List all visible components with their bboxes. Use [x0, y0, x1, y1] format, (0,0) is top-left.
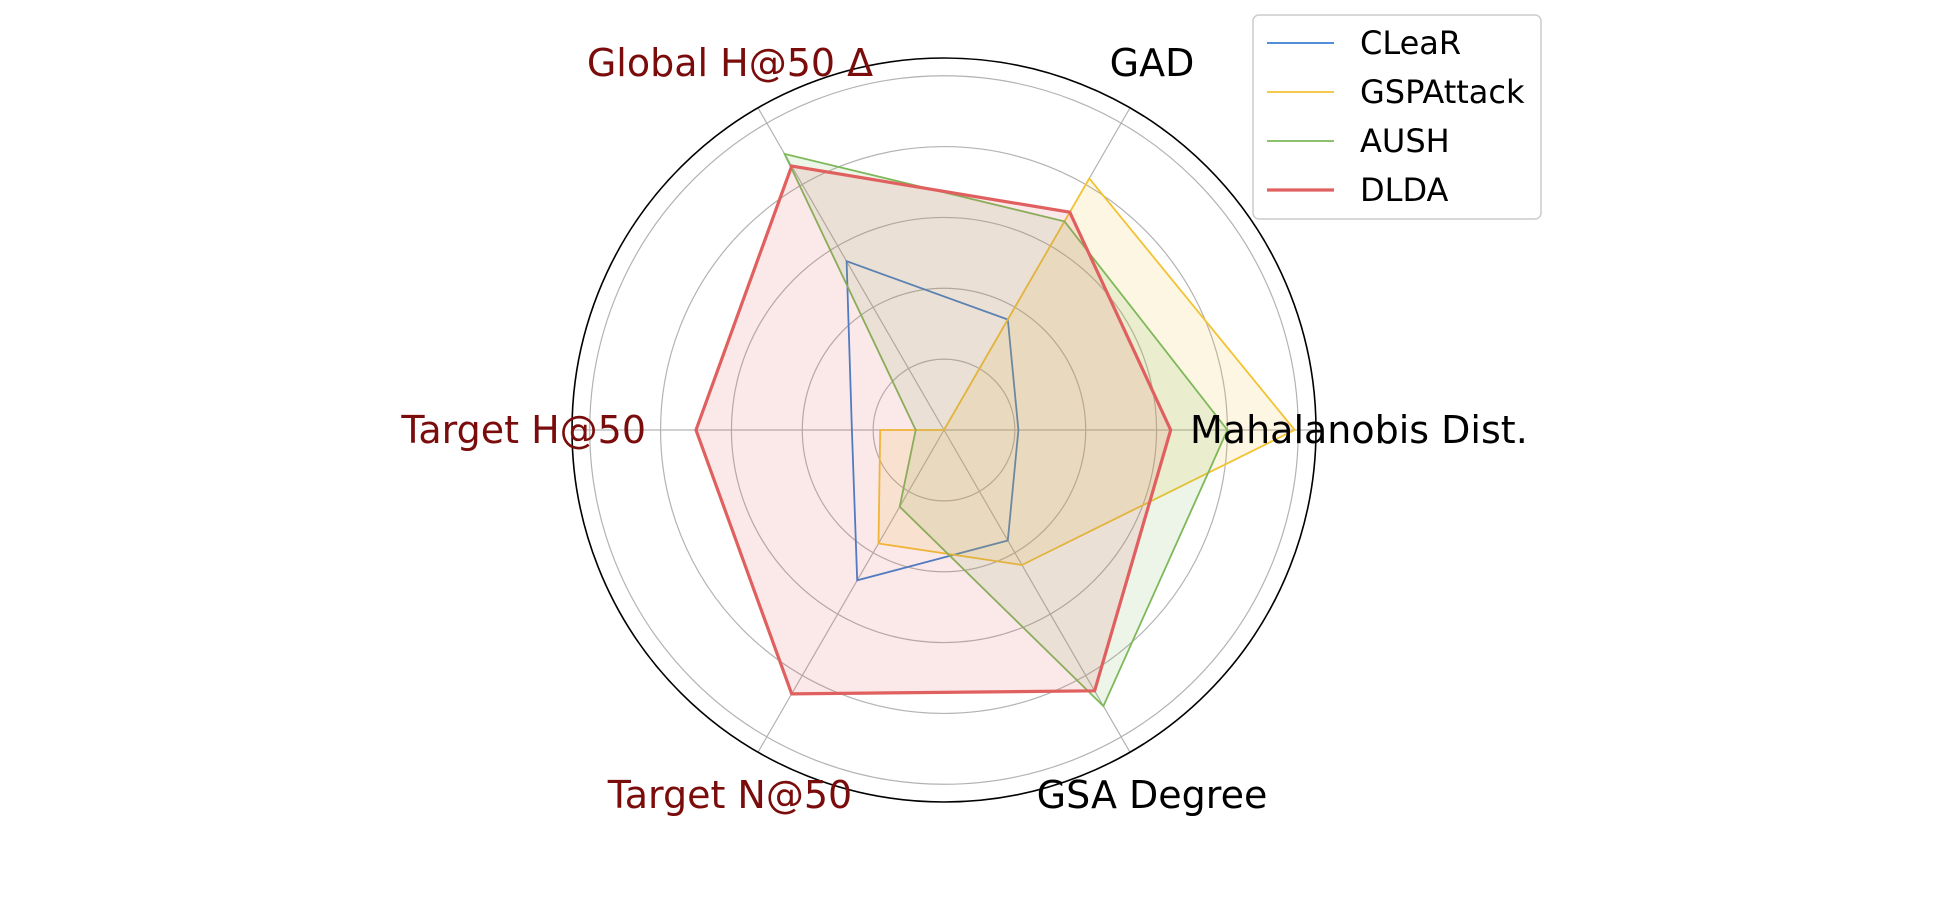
spoke-5 — [757, 429, 945, 753]
axis-label-6: GSA Degree — [1037, 773, 1268, 817]
legend-box — [1252, 14, 1542, 220]
axis-label-4: Target H@50 — [400, 408, 646, 452]
series-fill-dlda — [696, 166, 1171, 694]
axis-label-1: Mahalanobis Dist. — [1190, 408, 1528, 452]
series-fill-aush — [784, 153, 1228, 707]
legend-label-dlda: DLDA — [1360, 171, 1449, 209]
legend-label-aush: AUSH — [1360, 122, 1450, 160]
spoke-6 — [943, 429, 1131, 753]
axis-label-3: Global H@50 Δ — [587, 41, 873, 85]
axis-labels: Mahalanobis Dist. GAD Global H@50 Δ Target … — [400, 41, 1527, 817]
axis-label-2: GAD — [1110, 41, 1195, 85]
series-fill-gspattack — [878, 178, 1295, 565]
series-line-dlda — [694, 164, 1173, 696]
series-line-aush — [782, 152, 1229, 708]
polar-frame — [571, 57, 1317, 803]
series-line-gspattack — [877, 176, 1297, 566]
radar-series — [694, 152, 1297, 708]
legend-label-gspattack: GSPAttack — [1360, 73, 1525, 111]
axis-label-5: Target N@50 — [607, 773, 852, 817]
legend-label-clear: CLeaR — [1360, 24, 1461, 62]
